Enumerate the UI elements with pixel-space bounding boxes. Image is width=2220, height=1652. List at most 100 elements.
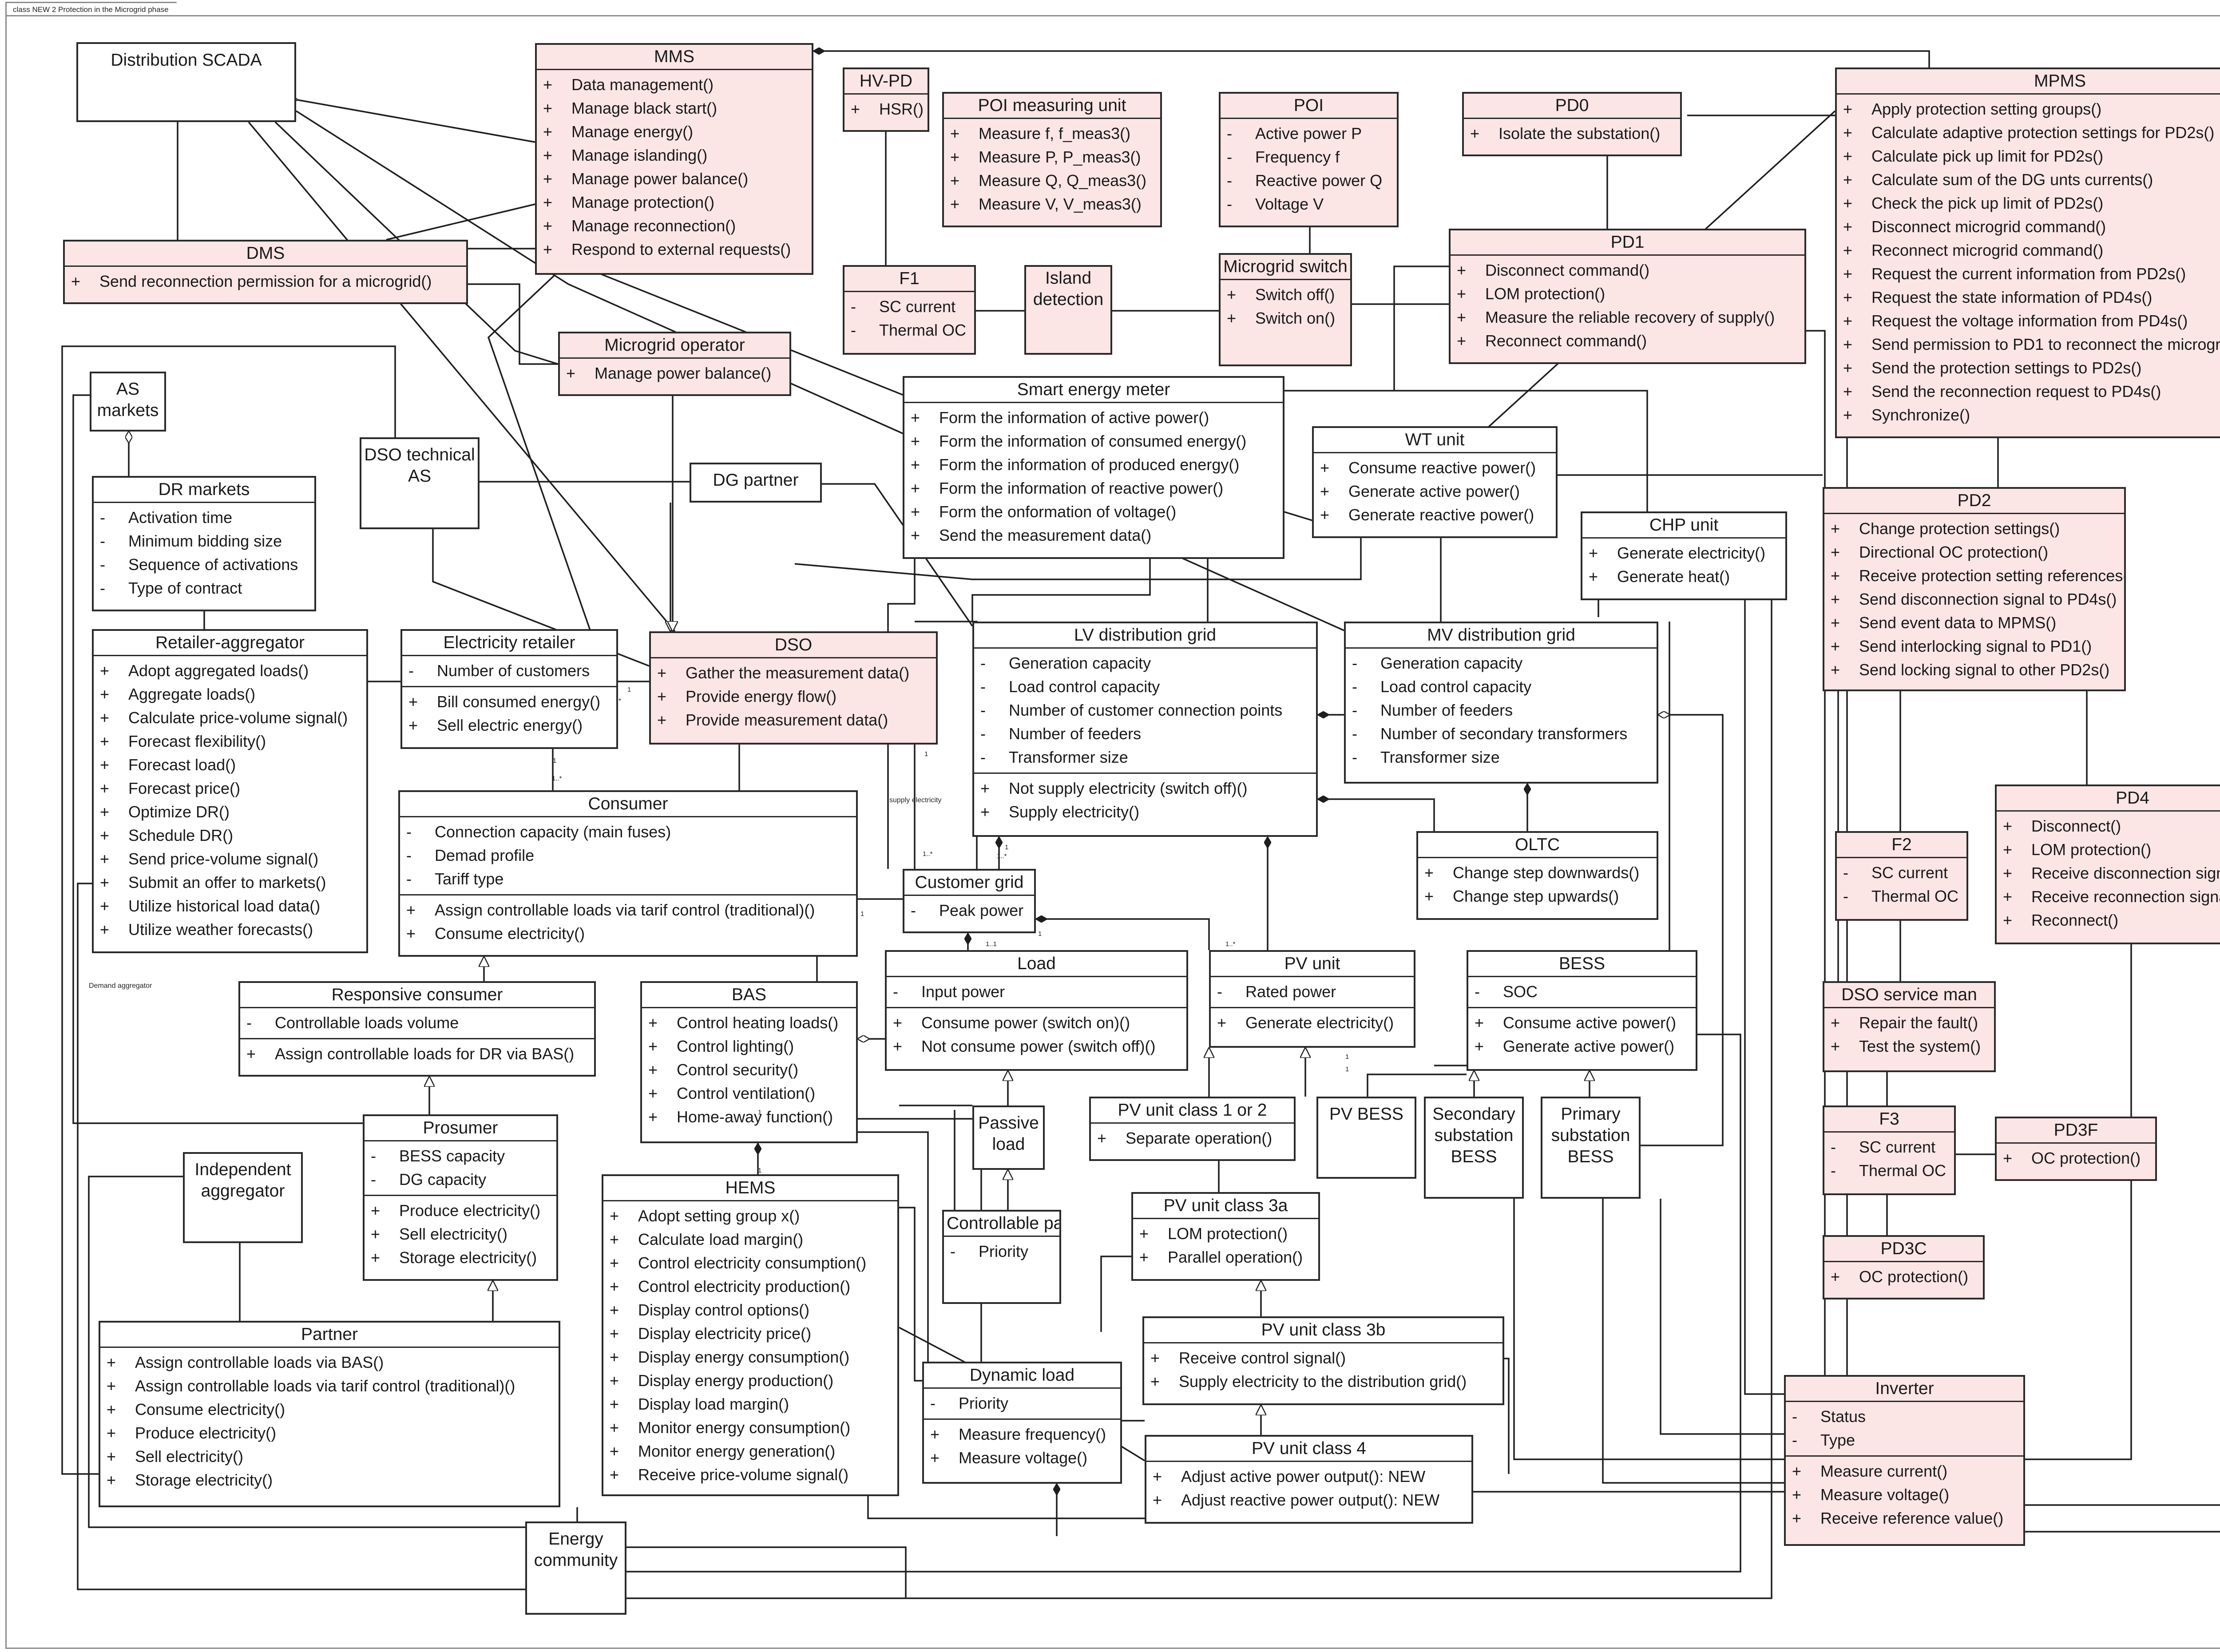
visibility-public: + — [543, 240, 553, 258]
class-f2[interactable]: F2-SC current-Thermal OC — [1835, 831, 1968, 921]
class-dso[interactable]: DSO+Gather the measurement data()+Provid… — [649, 631, 938, 745]
visibility-public: + — [2003, 840, 2013, 859]
class-dms[interactable]: DMS+Send reconnection permission for a m… — [63, 240, 468, 304]
attribute-compartment: -SC current-Thermal OC — [1837, 857, 1966, 911]
operation-text: Directional OC protection() — [1859, 543, 2049, 561]
class-pd1[interactable]: PD1+Disconnect command()+LOM protection(… — [1449, 229, 1806, 364]
visibility-public: + — [107, 1377, 116, 1395]
visibility-public: + — [1843, 406, 1853, 424]
operation-text: Measure Q, Q_meas3() — [979, 171, 1147, 190]
class-bess[interactable]: BESS-SOC+Consume active power()+Generate… — [1467, 950, 1697, 1071]
class-dsoserv[interactable]: DSO service man+Repair the fault()+Test … — [1823, 981, 1996, 1072]
class-operation: +Measure the reliable recovery of supply… — [1451, 305, 1804, 329]
class-pd3c[interactable]: PD3C+OC protection() — [1823, 1235, 1985, 1299]
class-pv3a[interactable]: PV unit class 3a+LOM protection()+Parall… — [1131, 1192, 1320, 1281]
class-oltc[interactable]: OLTC+Change step downwards()+Change step… — [1416, 831, 1658, 920]
class-poi[interactable]: POI-Active power P-Frequency f-Reactive … — [1219, 92, 1399, 227]
visibility-public: + — [1843, 241, 1853, 259]
class-ra[interactable]: Retailer-aggregator+Adopt aggregated loa… — [92, 629, 368, 953]
class-operation: +Generate active power() — [1468, 1034, 1696, 1058]
class-drm[interactable]: DR markets-Activation time-Minimum biddi… — [92, 476, 316, 611]
class-mms[interactable]: MMS+Data management()+Manage black start… — [535, 43, 813, 275]
class-pd2[interactable]: PD2+Change protection settings()+Directi… — [1823, 487, 2126, 691]
class-operation: +Manage protection() — [537, 190, 812, 214]
class-psb[interactable]: Primary substation BESS — [1541, 1097, 1641, 1199]
class-cpl[interactable]: Controllable passive load-Priority — [942, 1210, 1061, 1304]
class-cg[interactable]: Customer grid-Peak power — [903, 869, 1036, 933]
visibility-public: + — [851, 100, 860, 118]
class-chp[interactable]: CHP unit+Generate electricity()+Generate… — [1581, 511, 1787, 600]
class-dscada[interactable]: Distribution SCADA — [76, 42, 296, 122]
class-dgp[interactable]: DG partner — [690, 463, 822, 503]
operation-text: HSR() — [879, 100, 924, 118]
class-pass[interactable]: Passive load — [972, 1105, 1045, 1170]
attribute-compartment: -Peak power — [904, 895, 1034, 926]
class-dsotech[interactable]: DSO technical AS — [360, 437, 480, 529]
class-f3[interactable]: F3-SC current-Thermal OC — [1823, 1105, 1956, 1195]
class-mgswitch[interactable]: Microgrid switch+Switch off()+Switch on(… — [1219, 253, 1352, 366]
attribute-compartment: -Active power P-Frequency f-Reactive pow… — [1221, 118, 1397, 219]
visibility-public: + — [610, 1371, 619, 1390]
visibility-public: + — [1475, 1014, 1484, 1032]
class-dynl[interactable]: Dynamic load-Priority+Measure frequency(… — [922, 1362, 1122, 1484]
attribute-compartment: -Connection capacity (main fuses)-Demad … — [400, 816, 856, 894]
class-lv[interactable]: LV distribution grid-Generation capacity… — [972, 622, 1318, 837]
class-mpms[interactable]: MPMS+Apply protection setting groups()+C… — [1835, 67, 2220, 438]
class-operation: +Generate electricity() — [1211, 1011, 1414, 1034]
class-operation: +Control lighting() — [642, 1034, 856, 1058]
class-pv3b[interactable]: PV unit class 3b+Receive control signal(… — [1142, 1316, 1504, 1405]
class-poimu[interactable]: POI measuring unit+Measure f, f_meas3()+… — [942, 92, 1162, 227]
line-scada-mms — [297, 100, 535, 143]
class-pd3f[interactable]: PD3F+OC protection() — [1995, 1117, 2157, 1181]
class-operation: +Calculate adaptive protection settings … — [1837, 121, 2220, 144]
class-sem[interactable]: Smart energy meter+Form the information … — [903, 376, 1284, 559]
class-mgop[interactable]: Microgrid operator+Manage power balance(… — [558, 332, 791, 396]
class-rc[interactable]: Responsive consumer-Controllable loads v… — [238, 981, 596, 1077]
class-f1[interactable]: F1-SC current-Thermal OC — [843, 265, 976, 355]
class-bas[interactable]: BAS+Control heating loads()+Control ligh… — [640, 981, 858, 1143]
operation-text: Request the state information of PD4s() — [1871, 288, 2153, 306]
operation-compartment: + HSR() — [844, 93, 928, 124]
class-consumer[interactable]: Consumer-Connection capacity (main fuses… — [398, 790, 858, 957]
class-wt[interactable]: WT unit+Consume reactive power()+Generat… — [1312, 426, 1558, 538]
class-mv[interactable]: MV distribution grid-Generation capacity… — [1344, 622, 1658, 784]
visibility-public: + — [610, 1277, 619, 1295]
class-pd4[interactable]: PD4+Disconnect()+LOM protection()+Receiv… — [1995, 784, 2220, 944]
class-ia[interactable]: Independent aggregator — [183, 1152, 303, 1243]
class-operation: +Disconnect() — [1997, 814, 2220, 838]
visibility-public: + — [543, 146, 553, 164]
attribute-compartment: -Generation capacity-Load control capaci… — [974, 647, 1316, 773]
class-ec[interactable]: Energy community — [525, 1521, 626, 1615]
operation-compartment: +Isolate the substation() — [1464, 118, 1680, 149]
class-operation: +Measure frequency() — [924, 1422, 1120, 1446]
class-ssb[interactable]: Secondary substation BESS — [1424, 1097, 1524, 1199]
visibility-public: + — [2003, 887, 2013, 906]
class-pv12[interactable]: PV unit class 1 or 2+Separate operation(… — [1089, 1097, 1296, 1161]
operation-text: Form the information of produced energy(… — [939, 456, 1240, 474]
visibility-public: + — [543, 170, 553, 188]
class-er[interactable]: Electricity retailer-Number of customers… — [400, 629, 618, 749]
visibility-public: + — [911, 408, 920, 427]
class-as[interactable]: AS markets — [90, 372, 166, 432]
class-operation: +Assign controllable loads via tarif con… — [100, 1374, 559, 1398]
operation-text: Bill consumed energy() — [437, 693, 601, 711]
class-island[interactable]: Island detection — [1024, 265, 1112, 355]
visibility-public: + — [1831, 661, 1840, 679]
class-pv4[interactable]: PV unit class 4+Adjust active power outp… — [1145, 1435, 1473, 1524]
visibility-private: - — [980, 677, 986, 696]
class-load[interactable]: Load-Input power+Consume power (switch o… — [885, 950, 1188, 1071]
class-pvbess[interactable]: PV BESS — [1316, 1097, 1416, 1179]
class-hvpd[interactable]: HV-PD+HSR() — [843, 67, 929, 132]
class-attribute: -BESS capacity — [365, 1144, 556, 1168]
class-inv[interactable]: Inverter-Status-Type+Measure current()+M… — [1784, 1375, 2025, 1546]
class-pv[interactable]: PV unit-Rated power+Generate electricity… — [1209, 950, 1415, 1048]
class-hems[interactable]: HEMS+Adopt setting group x()+Calculate l… — [602, 1174, 899, 1496]
operation-text: Repair the fault() — [1859, 1014, 1978, 1032]
class-pd0[interactable]: PD0+Isolate the substation() — [1462, 92, 1682, 156]
visibility-public: + — [648, 1061, 658, 1079]
visibility-public: + — [1792, 1509, 1802, 1527]
class-prosumer[interactable]: Prosumer-BESS capacity-DG capacity+Produ… — [363, 1114, 558, 1281]
operation-text: Adjust active power output(): NEW — [1181, 1467, 1426, 1486]
operation-text: Check the pick up limit of PD2s() — [1871, 194, 2104, 212]
class-partner[interactable]: Partner+Assign controllable loads via BA… — [99, 1321, 560, 1507]
